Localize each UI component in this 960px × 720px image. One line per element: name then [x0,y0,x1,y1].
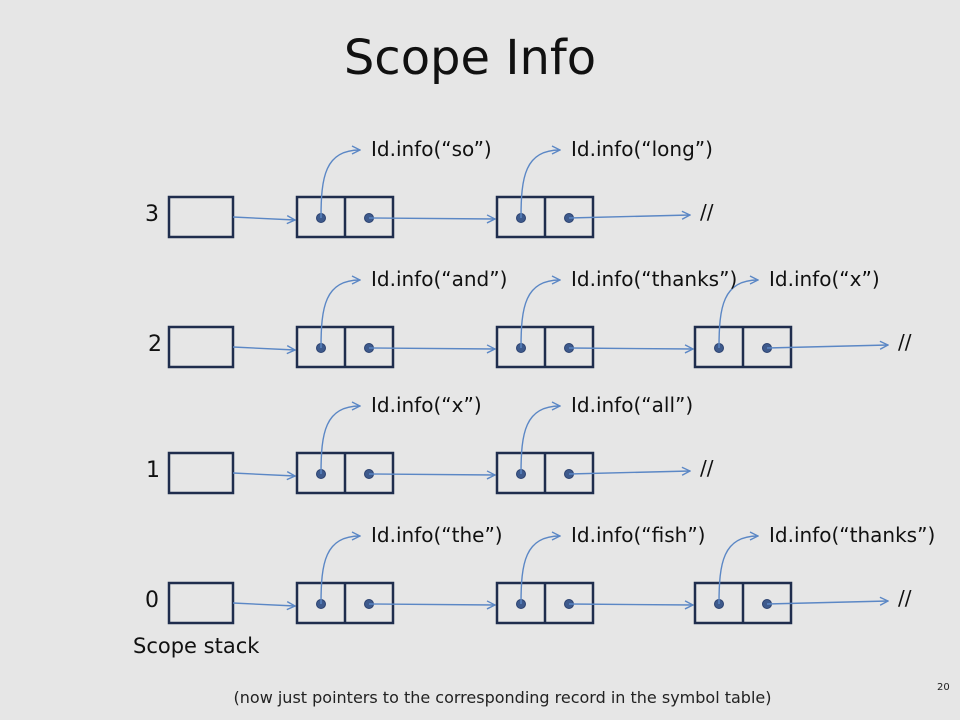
id-info-label: Id.info(“and”) [371,267,508,291]
next-pointer-arrow [368,348,495,349]
next-pointer-arrow [368,604,495,605]
scope-level-2-label: 2 [148,332,162,357]
info-pointer-arrow [320,150,360,219]
null-pointer-arrow [568,215,690,218]
scope-stack-label: Scope stack [133,634,260,658]
page-title: Scope Info [343,30,597,86]
info-pointer-arrow [718,280,758,349]
scope-level-3-label: 3 [145,202,159,227]
info-pointer-arrow [520,536,560,605]
null-pointer-arrow [766,601,888,604]
page-number: 20 [937,682,950,693]
info-pointer-arrow [520,150,560,219]
info-pointer-arrow [320,536,360,605]
null-terminator: // [700,200,714,224]
info-pointer-arrow [718,536,758,605]
null-pointer-arrow [766,345,888,348]
caption: (now just pointers to the corresponding … [233,688,772,707]
id-info-label: Id.info(“so”) [371,137,492,161]
id-info-label: Id.info(“thanks”) [571,267,738,291]
stack-slot [167,451,235,495]
next-pointer-arrow [368,474,495,475]
info-pointer-arrow [320,406,360,475]
scope-level-0-label: 0 [145,588,159,613]
id-info-label: Id.info(“all”) [571,393,694,417]
info-pointer-arrow [520,280,560,349]
stack-to-list-arrow [232,603,295,606]
info-pointer-arrow [320,280,360,349]
null-pointer-arrow [568,471,690,474]
stack-to-list-arrow [232,347,295,350]
stack-slot [167,581,235,625]
stack-to-list-arrow [232,473,295,476]
id-info-label: Id.info(“x”) [371,393,482,417]
id-info-label: Id.info(“x”) [769,267,880,291]
scope-level-1-label: 1 [146,458,160,483]
next-pointer-arrow [368,218,495,219]
id-info-label: Id.info(“fish”) [571,523,706,547]
id-info-label: Id.info(“the”) [371,523,503,547]
next-pointer-arrow [568,604,693,605]
id-info-label: Id.info(“thanks”) [769,523,936,547]
stack-slot [167,325,235,369]
stack-slot [167,195,235,239]
info-pointer-arrow [520,406,560,475]
id-info-label: Id.info(“long”) [571,137,713,161]
next-pointer-arrow [568,348,693,349]
null-terminator: // [898,586,912,610]
null-terminator: // [898,330,912,354]
null-terminator: // [700,456,714,480]
stack-to-list-arrow [232,217,295,220]
